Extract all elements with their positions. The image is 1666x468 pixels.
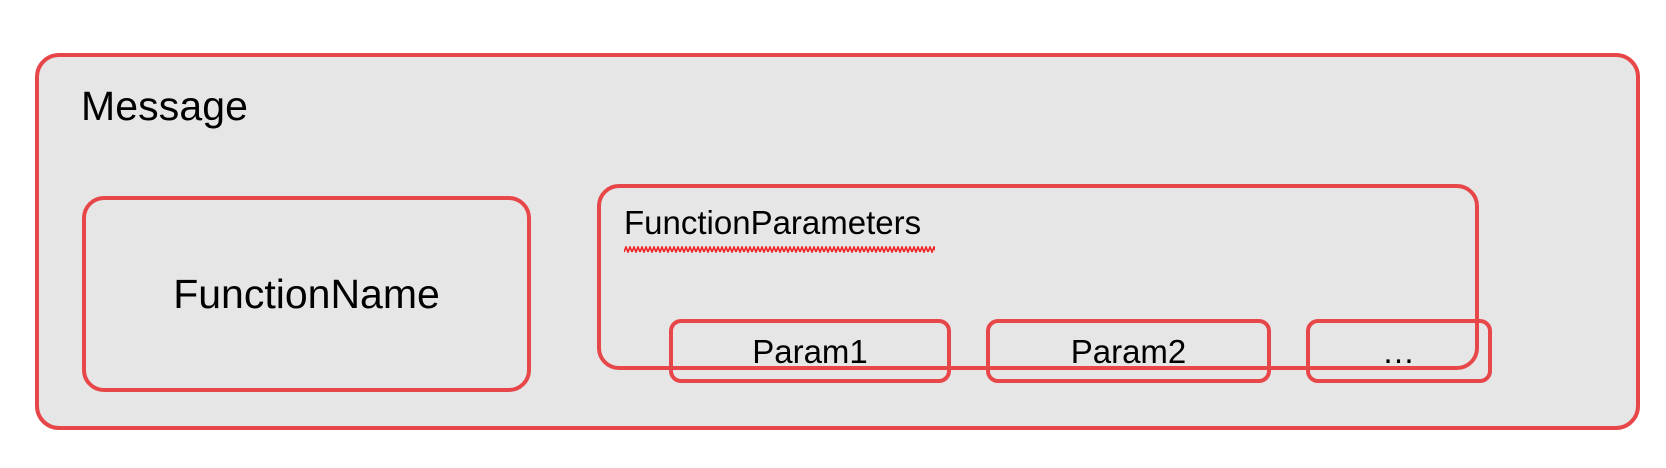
parameter-label-ellipsis: … [1382, 332, 1416, 370]
function-parameters-container[interactable]: FunctionParameters Param1 Param2 … [597, 184, 1492, 383]
parameter-label-1: Param1 [752, 332, 868, 370]
parameter-box-2[interactable]: Param2 [986, 319, 1271, 383]
parameters-row: Param1 Param2 … [669, 319, 1492, 383]
message-label: Message [81, 83, 249, 129]
function-name-container[interactable]: FunctionName [82, 196, 531, 392]
spellcheck-squiggle-underline [624, 246, 935, 253]
function-name-label: FunctionName [173, 270, 440, 317]
function-parameters-title-group: FunctionParameters [624, 206, 935, 253]
message-container[interactable]: Message FunctionName FunctionParameters … [35, 53, 1640, 430]
function-parameters-label: FunctionParameters [624, 204, 922, 241]
parameter-label-2: Param2 [1070, 332, 1187, 370]
parameter-box-more[interactable]: … [1306, 319, 1492, 383]
parameter-box-1[interactable]: Param1 [669, 319, 951, 383]
